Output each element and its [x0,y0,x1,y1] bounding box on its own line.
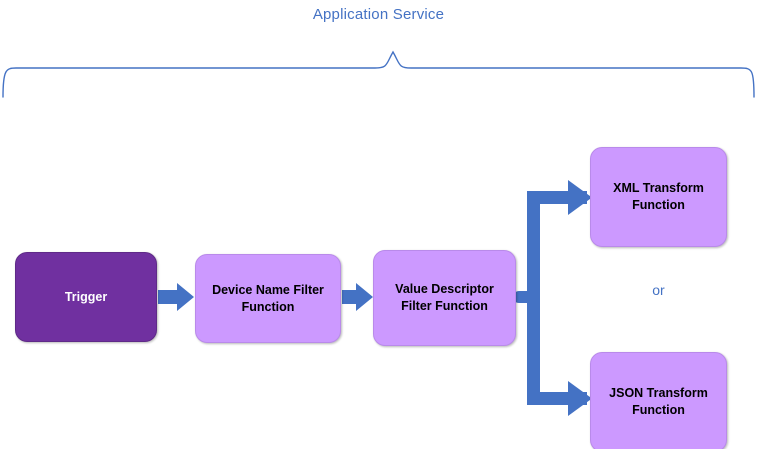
node-value-descriptor-filter-function-label: Value Descriptor Filter Function [395,282,494,313]
node-json-transform-function-label: JSON Transform Function [609,386,708,417]
node-xml-transform-function-label: XML Transform Function [613,181,704,212]
arrowhead-to-json-transform [568,381,592,416]
arrowhead-to-xml-transform [568,180,592,215]
application-service-brace [2,50,755,98]
node-value-descriptor-filter-function[interactable]: Value Descriptor Filter Function [373,250,516,346]
node-json-transform-function[interactable]: JSON Transform Function [590,352,727,449]
node-device-name-filter-function[interactable]: Device Name Filter Function [195,254,341,343]
branch-connector-value-filter [513,191,587,405]
arrow-trigger-to-device-filter [158,283,194,311]
node-xml-transform-function[interactable]: XML Transform Function [590,147,727,247]
diagram-title: Application Service [312,6,445,23]
branch-or-label: or [652,282,665,298]
node-device-name-filter-function-label: Device Name Filter Function [212,282,324,314]
arrow-device-filter-to-value-filter [342,283,373,311]
node-trigger[interactable]: Trigger [15,252,157,342]
node-trigger-label: Trigger [64,289,108,304]
